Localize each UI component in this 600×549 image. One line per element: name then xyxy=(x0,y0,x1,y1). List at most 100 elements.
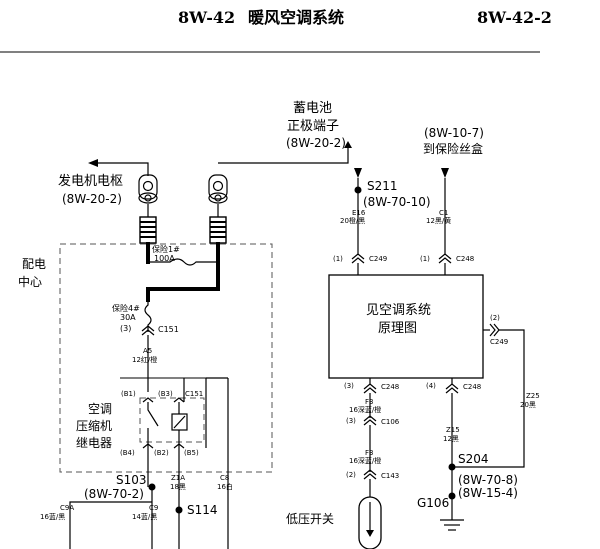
c249-pin2: (2) xyxy=(490,314,500,322)
generator-label: 发电机电枢 xyxy=(58,173,123,189)
c9-label: C9 xyxy=(149,504,158,512)
f3-wire: 16深蓝/橙 xyxy=(349,405,381,414)
s204-label: S204 xyxy=(458,452,489,466)
s103-branches xyxy=(69,487,153,549)
relay-body xyxy=(139,397,205,443)
s211-arrow xyxy=(354,168,362,178)
c249-label: C249 xyxy=(369,255,387,263)
z25-wire xyxy=(452,329,525,468)
s114-splice xyxy=(175,506,183,514)
module-label: 见空调系统 xyxy=(366,303,431,318)
c151-label: C151 xyxy=(158,325,179,334)
ac-module xyxy=(328,274,484,379)
battery-arrow xyxy=(344,141,352,148)
pdc-boundary xyxy=(59,243,273,473)
z1a-wire: 18黑 xyxy=(170,483,186,491)
z25-label: Z25 xyxy=(526,392,540,400)
c248-right-label: C248 xyxy=(463,383,481,391)
s204-ref2: (8W-15-4) xyxy=(458,486,518,500)
c1-wire: 12黑/黄 xyxy=(426,216,451,225)
relay-pin-b2: (B2) xyxy=(154,449,169,457)
generator-terminal xyxy=(138,174,158,204)
c249-right-label: C249 xyxy=(490,338,508,346)
relay-pin-b3: (B3) xyxy=(158,390,173,398)
f3b-wire: 16深蓝/橙 xyxy=(349,456,381,465)
battery-label-2: 正极端子 xyxy=(287,119,339,134)
c9a-label: C9A xyxy=(60,504,74,512)
a5-wire: 12红/橙 xyxy=(132,355,157,364)
f3b-label: F3 xyxy=(365,449,373,457)
c248-label: C248 xyxy=(456,255,474,263)
c143-connector xyxy=(363,469,377,480)
c143-label: C143 xyxy=(381,472,399,480)
relay-c151: C151 xyxy=(185,390,203,398)
c8-label: C8 xyxy=(220,474,229,482)
c248-left-label: C248 xyxy=(381,383,399,391)
c248-top-connector xyxy=(438,253,452,264)
relay-pin-b4: (B4) xyxy=(120,449,135,457)
s114-label: S114 xyxy=(187,503,218,517)
relay-connector-bottom xyxy=(142,443,185,449)
relay-label: 空调 xyxy=(88,402,112,416)
c151-pin: (3) xyxy=(120,324,131,333)
pdc-label: 配电 xyxy=(22,257,46,271)
header-code-right: 8W-42-2 xyxy=(477,8,552,27)
fuse-box-label: 到保险丝盒 xyxy=(423,141,483,156)
c143-pin: (2) xyxy=(346,471,356,479)
fuse-ref: (8W-10-7) xyxy=(424,126,484,140)
battery-wire xyxy=(218,148,349,164)
header-code-left: 8W-42 xyxy=(178,8,235,27)
z25-wire-color: 20黑 xyxy=(520,401,536,409)
s204-splice xyxy=(448,463,456,471)
battery-stud-block xyxy=(209,216,227,244)
c249-pin1: (1) xyxy=(333,255,343,263)
generator-stud-block xyxy=(139,216,157,244)
s211-label: S211 xyxy=(367,179,398,193)
relay-pin-b5: (B5) xyxy=(184,449,199,457)
z15-label: Z15 xyxy=(446,426,460,434)
relay-connector-top xyxy=(142,397,185,403)
relay-label-3: 继电器 xyxy=(76,436,112,450)
fuse1-rating: 100A xyxy=(154,254,175,263)
fuse-1 xyxy=(148,258,218,266)
e16-label: E16 xyxy=(352,209,366,217)
s204-ref1: (8W-70-8) xyxy=(458,473,518,487)
fuse1-name: 保险1# xyxy=(152,244,180,254)
c248-bottom-left-connector xyxy=(363,383,377,394)
c106-connector xyxy=(363,415,377,426)
bus-bar-right xyxy=(146,242,220,302)
header-title: 暖风空调系统 xyxy=(248,8,344,27)
fuse-4 xyxy=(144,300,152,332)
e16-wire: 20橙/黑 xyxy=(340,216,365,225)
generator-wire xyxy=(98,162,149,176)
pdc-label-2: 中心 xyxy=(18,274,42,289)
generator-ref: (8W-20-2) xyxy=(62,192,122,206)
c9a-wire: 16蓝/黑 xyxy=(40,512,65,521)
s103-ref: (8W-70-2) xyxy=(84,487,144,501)
c151-connector xyxy=(141,325,155,336)
s103-label: S103 xyxy=(116,473,147,487)
generator-arrow xyxy=(88,159,98,167)
battery-terminal xyxy=(208,174,228,204)
ground-symbol xyxy=(440,519,464,531)
a5-label: A5 xyxy=(143,347,152,355)
c248-bottom-right-connector xyxy=(445,383,459,394)
f3-label: F3 xyxy=(365,398,373,406)
c248-pin1: (1) xyxy=(420,255,430,263)
c8-wire: 16白 xyxy=(217,482,233,491)
fuse4-name: 保险4# xyxy=(112,303,140,313)
s211-ref: (8W-70-10) xyxy=(363,195,431,209)
relay-label-2: 压缩机 xyxy=(76,418,112,433)
z15-wire: 12黑 xyxy=(443,435,459,443)
battery-label: 蓄电池 xyxy=(293,101,332,116)
c9-wire: 14蓝/黑 xyxy=(132,512,157,521)
fuse-box-arrow xyxy=(441,168,449,178)
c106-pin: (3) xyxy=(346,417,356,425)
z1a-label: Z1A xyxy=(171,474,185,482)
c249-right-connector xyxy=(489,323,500,337)
relay-pin-b1: (B1) xyxy=(121,390,136,398)
c248-pin3: (3) xyxy=(344,382,354,390)
c249-top-connector xyxy=(351,253,365,264)
